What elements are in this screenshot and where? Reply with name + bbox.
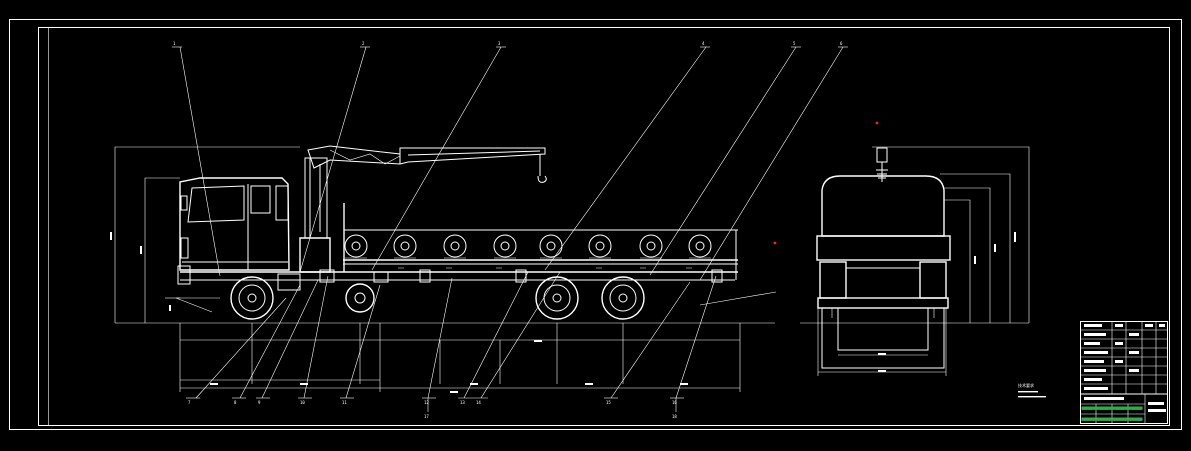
coil <box>493 234 517 258</box>
fuel-tank <box>277 273 301 291</box>
leader-lines-top <box>172 46 848 281</box>
knuckle-boom-crane <box>299 145 547 273</box>
inner-frame <box>38 27 1170 426</box>
end-view-right-wheel <box>919 261 947 299</box>
front-wheel <box>230 276 274 320</box>
end-view-deck <box>816 235 951 261</box>
crane-outer-boom <box>399 147 546 165</box>
technical-notes: 技术要求 <box>1018 382 1046 398</box>
balloon-label: 17 <box>424 414 429 419</box>
balloon-label: 3 <box>498 41 501 46</box>
rear-wheel-1 <box>535 276 579 320</box>
cab-sleeper <box>275 185 289 221</box>
coil <box>539 234 563 258</box>
balloon-label: 12 <box>424 400 429 405</box>
crane-base <box>299 237 331 273</box>
balloon-label: 2 <box>362 41 365 46</box>
title-block-text-fill <box>1084 324 1165 390</box>
border-inner-line <box>48 27 1170 426</box>
cab-grille <box>180 237 189 259</box>
balloon-label: 6 <box>840 41 843 46</box>
coil <box>443 234 467 258</box>
balloon-label: 5 <box>793 41 796 46</box>
balloon-label: 14 <box>476 400 481 405</box>
cab-mirror <box>180 195 188 211</box>
balloon-label: 7 <box>188 400 191 405</box>
coil <box>393 234 417 258</box>
coil <box>639 234 663 258</box>
crane-column <box>304 157 328 239</box>
red-mark <box>773 241 777 245</box>
second-axle-wheel <box>345 283 375 313</box>
side-view: 1 2 3 4 5 6 7 8 9 10 11 12 13 14 15 16 1… <box>110 41 848 419</box>
notes-title: 技术要求 <box>1018 382 1034 388</box>
red-mark <box>875 121 879 125</box>
crane-inner-boom <box>307 145 401 169</box>
coil <box>588 234 612 258</box>
title-block-rows <box>1080 329 1168 385</box>
end-view-left-wheel <box>819 261 847 299</box>
title-block <box>1080 321 1168 424</box>
balloon-label: 1 <box>173 41 176 46</box>
cab-bumper <box>177 265 191 285</box>
balloon-label: 13 <box>460 400 465 405</box>
end-view-body <box>821 175 945 237</box>
balloon-label: 4 <box>702 41 705 46</box>
cab-windshield <box>187 185 245 223</box>
balloon-label: 9 <box>258 400 261 405</box>
balloon-label: 15 <box>606 400 611 405</box>
overall-height-envelope <box>114 146 300 323</box>
cargo-coils <box>344 234 712 259</box>
approach-angle-line <box>175 297 213 313</box>
cab-height-envelope <box>144 177 180 323</box>
rear-wheel-2 <box>601 276 645 320</box>
coil <box>688 234 712 258</box>
end-view-crane-head <box>876 147 888 163</box>
balloon-label: 16 <box>672 400 677 405</box>
end-view <box>800 146 1030 376</box>
balloon-label: 18 <box>672 414 677 419</box>
departure-angle-line <box>699 291 777 306</box>
balloon-label: 8 <box>234 400 237 405</box>
dimension-lines <box>110 232 741 393</box>
balloon-label: 11 <box>342 400 347 405</box>
crane-hook <box>537 175 547 183</box>
end-view-underride-bar <box>817 297 949 309</box>
outer-frame <box>9 19 1182 430</box>
balloon-label: 10 <box>300 400 305 405</box>
cab-window <box>250 185 271 214</box>
leader-lines-bottom <box>186 271 717 412</box>
truck-cab <box>179 177 290 271</box>
coil <box>344 234 368 258</box>
